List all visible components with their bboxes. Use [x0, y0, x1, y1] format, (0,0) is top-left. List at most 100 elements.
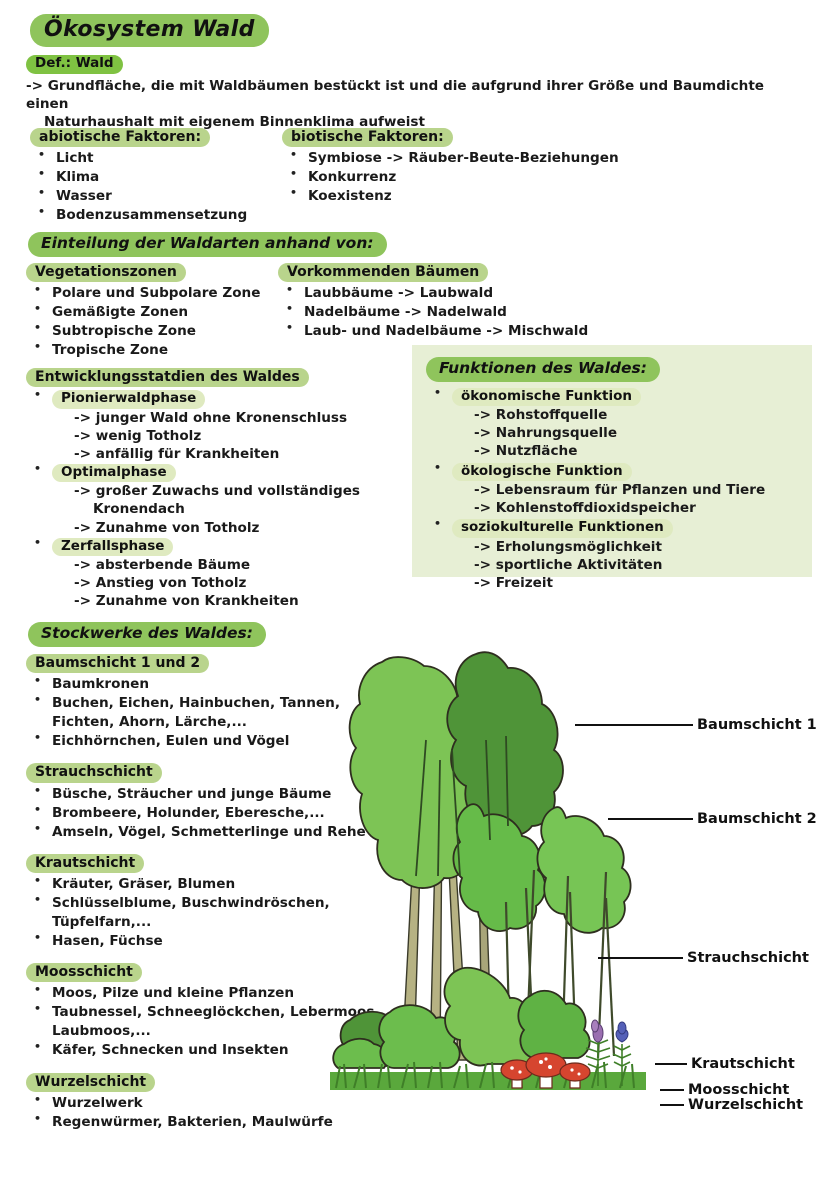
leader-line — [655, 1063, 687, 1066]
list-item: Taubnessel, Schneeglöckchen, Lebermoos, — [26, 1002, 406, 1021]
layer-list: Baumkronen Buchen, Eichen, Hainbuchen, T… — [26, 674, 406, 750]
function-detail: -> Erholungsmöglichkeit — [474, 538, 662, 555]
forest-illustration — [330, 640, 670, 1100]
list-item: Gemäßigte Zonen — [26, 302, 276, 321]
list-item: ökologische Funktion -> Lebensraum für P… — [426, 461, 812, 518]
layer-list: Wurzelwerk Regenwürmer, Bakterien, Maulw… — [26, 1093, 406, 1131]
definition-section: Def.: Wald -> Grundfläche, die mit Waldb… — [26, 52, 786, 131]
canopy-inner-veins-icon — [415, 735, 509, 877]
leader-line — [598, 957, 683, 960]
page-title-text: Ökosystem Wald — [30, 14, 269, 48]
list-item: Symbiose -> Räuber-Beute-Beziehungen — [282, 148, 702, 167]
development-stages-section: Entwicklungsstatdien des Waldes Pionierw… — [26, 366, 416, 610]
function-label: ökonomische Funktion — [452, 387, 641, 407]
forest-functions-box: Funktionen des Waldes: ökonomische Funkt… — [412, 345, 812, 591]
list-item: Wasser — [30, 186, 280, 205]
list-item: Regenwürmer, Bakterien, Maulwürfe — [26, 1112, 406, 1131]
phase-detail: -> Zunahme von Krankheiten — [74, 593, 299, 610]
list-item: Moos, Pilze und kleine Pflanzen — [26, 983, 406, 1002]
definition-heading: Def.: Wald — [26, 55, 123, 74]
phase-details: -> junger Wald ohne Kronenschluss -> wen… — [74, 409, 416, 463]
biotic-factors-section: biotische Faktoren: Symbiose -> Räuber-B… — [282, 126, 702, 206]
tree-canopy-mid-icon — [452, 803, 547, 933]
layer-group-wurzelschicht: Wurzelschicht Wurzelwerk Regenwürmer, Ba… — [26, 1071, 406, 1131]
list-item: Konkurrenz — [282, 167, 702, 186]
definition-line-1: -> Grundfläche, die mit Waldbäumen bestü… — [26, 77, 765, 112]
list-item: Eichhörnchen, Eulen und Vögel — [26, 731, 406, 750]
layer-list: Kräuter, Gräser, Blumen Schlüsselblume, … — [26, 874, 406, 950]
list-item: Laub- und Nadelbäume -> Mischwald — [278, 321, 708, 340]
forest-functions-list: ökonomische Funktion -> Rohstoffquelle -… — [426, 386, 812, 592]
function-detail: -> sportliche Aktivitäten — [474, 556, 663, 573]
forest-layers-section-heading: Stockwerke des Waldes: — [28, 622, 266, 647]
tree-occurrence-heading: Vorkommenden Bäumen — [278, 263, 489, 283]
phase-label: Optimalphase — [52, 463, 176, 483]
vegetation-zones-list: Polare und Subpolare Zone Gemäßigte Zone… — [26, 283, 276, 359]
development-stages-list: Pionierwaldphase -> junger Wald ohne Kro… — [26, 388, 416, 611]
vegetation-zones-heading: Vegetationszonen — [26, 263, 186, 283]
tree-canopy-dark-icon — [446, 651, 564, 837]
diagram-label-text: Wurzelschicht — [688, 1097, 804, 1113]
list-item: Buchen, Eichen, Hainbuchen, Tannen, — [26, 693, 406, 712]
layer-heading: Wurzelschicht — [26, 1072, 156, 1092]
list-item: Kräuter, Gräser, Blumen — [26, 874, 406, 893]
diagram-label-moosschicht: Moosschicht — [660, 1083, 789, 1098]
list-item: Laubbäume -> Laubwald — [278, 283, 708, 302]
list-item: Schlüsselblume, Buschwindröschen, — [26, 893, 406, 912]
diagram-label-baumschicht-2: Baumschicht 2 — [608, 812, 817, 827]
diagram-label-text: Krautschicht — [691, 1056, 795, 1072]
list-item: Büsche, Sträucher und junge Bäume — [26, 783, 406, 803]
list-item-cont: Tüpfelfarn,... — [52, 913, 152, 930]
list-item: Koexistenz — [282, 186, 702, 205]
abiotic-list: Licht Klima Wasser Bodenzusammensetzung — [30, 148, 280, 224]
function-detail: -> Lebensraum für Pflanzen und Tiere — [474, 482, 766, 499]
function-label: ökologische Funktion — [452, 462, 632, 482]
layer-group-moosschicht: Moosschicht Moos, Pilze und kleine Pflan… — [26, 961, 406, 1059]
list-item: Licht — [30, 148, 280, 167]
phase-detail: -> junger Wald ohne Kronenschluss — [74, 409, 348, 426]
phase-detail-cont: Kronendach — [93, 501, 185, 518]
shrub-layer-icon — [332, 966, 591, 1069]
function-label: soziokulturelle Funktionen — [452, 519, 673, 538]
list-item: Wurzelwerk — [26, 1093, 406, 1112]
diagram-label-text: Baumschicht 1 — [697, 717, 817, 733]
list-item: Käfer, Schnecken und Insekten — [26, 1040, 406, 1059]
function-detail: -> Kohlenstoffdioxidspeicher — [474, 500, 696, 517]
forest-functions-heading: Funktionen des Waldes: — [426, 357, 660, 382]
list-item: Bodenzusammensetzung — [30, 205, 280, 224]
function-details: -> Erholungsmöglichkeit -> sportliche Ak… — [474, 538, 812, 592]
list-item: Zerfallsphase -> absterbende Bäume -> An… — [26, 536, 416, 611]
diagram-label-strauchschicht: Strauchschicht — [598, 951, 809, 966]
function-details: -> Rohstoffquelle -> Nahrungsquelle -> N… — [474, 406, 812, 460]
list-item: ökonomische Funktion -> Rohstoffquelle -… — [426, 386, 812, 461]
list-item: soziokulturelle Funktionen -> Erholungsm… — [426, 517, 812, 592]
page-title: Ökosystem Wald — [30, 14, 269, 48]
list-item: Baumkronen — [26, 674, 406, 693]
layer-heading: Strauchschicht — [26, 763, 162, 783]
list-item: Amseln, Vögel, Schmetterlinge und Rehe — [26, 822, 406, 841]
phase-label: Pionierwaldphase — [52, 390, 206, 409]
phase-details: -> absterbende Bäume -> Anstieg von Toth… — [74, 556, 416, 610]
list-item: Optimalphase -> großer Zuwachs und volls… — [26, 462, 416, 537]
list-item: Brombeere, Holunder, Eberesche,... — [26, 803, 406, 822]
development-stages-heading: Entwicklungsstatdien des Waldes — [26, 368, 309, 388]
phase-label: Zerfallsphase — [52, 537, 174, 557]
tree-occurrence-list: Laubbäume -> Laubwald Nadelbäume -> Nade… — [278, 283, 708, 340]
list-item: Pionierwaldphase -> junger Wald ohne Kro… — [26, 388, 416, 463]
function-detail: -> Nutzfläche — [474, 443, 578, 460]
leader-line — [575, 724, 693, 727]
biotic-list: Symbiose -> Räuber-Beute-Beziehungen Kon… — [282, 148, 702, 205]
list-item: Subtropische Zone — [26, 321, 276, 340]
layer-heading: Krautschicht — [26, 853, 145, 873]
list-item: Polare und Subpolare Zone — [26, 283, 276, 302]
diagram-label-wurzelschicht: Wurzelschicht — [660, 1098, 803, 1113]
function-detail: -> Rohstoffquelle — [474, 407, 608, 424]
phase-detail: -> Zunahme von Totholz — [74, 519, 260, 536]
phase-detail: -> anfällig für Krankheiten — [74, 445, 280, 462]
phase-detail: -> absterbende Bäume — [74, 557, 251, 574]
list-item: Hasen, Füchse — [26, 931, 406, 950]
forest-types-section-heading: Einteilung der Waldarten anhand von: — [28, 232, 387, 257]
abiotic-factors-section: abiotische Faktoren: Licht Klima Wasser … — [30, 126, 280, 225]
leader-line — [660, 1089, 684, 1092]
definition-text: -> Grundfläche, die mit Waldbäumen bestü… — [26, 77, 786, 131]
